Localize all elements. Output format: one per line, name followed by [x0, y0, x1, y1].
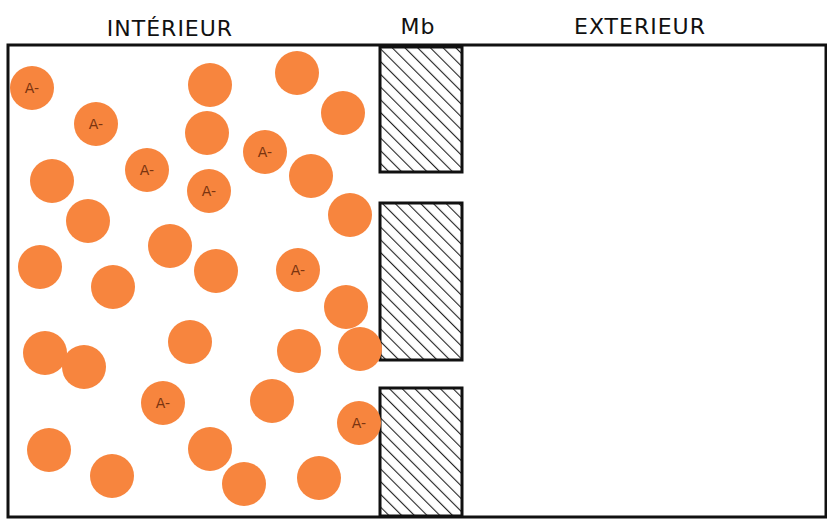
outer-frame — [8, 45, 826, 517]
anion-label: A- — [156, 395, 170, 411]
region-label: EXTERIEUR — [574, 14, 706, 39]
anion-circle: A- — [243, 130, 287, 174]
ion-circles — [18, 51, 382, 506]
anion-label: A- — [352, 415, 366, 431]
anion-label: A- — [258, 144, 272, 160]
anion-label: A- — [202, 183, 216, 199]
region-label: Mb — [401, 14, 436, 39]
anion-circle: A- — [337, 401, 381, 445]
anion-label: A- — [140, 162, 154, 178]
anion-circle: A- — [10, 66, 54, 110]
anion-label: A- — [291, 262, 305, 278]
anion-circle: A- — [125, 148, 169, 192]
anion-label: A- — [89, 116, 103, 132]
membrane-blocks — [380, 47, 462, 516]
region-label: INTÉRIEUR — [107, 16, 233, 41]
anion-label: A- — [25, 80, 39, 96]
anion-circle: A- — [187, 169, 231, 213]
anion-circle: A- — [141, 381, 185, 425]
anion-circle: A- — [276, 248, 320, 292]
anion-circle: A- — [74, 102, 118, 146]
